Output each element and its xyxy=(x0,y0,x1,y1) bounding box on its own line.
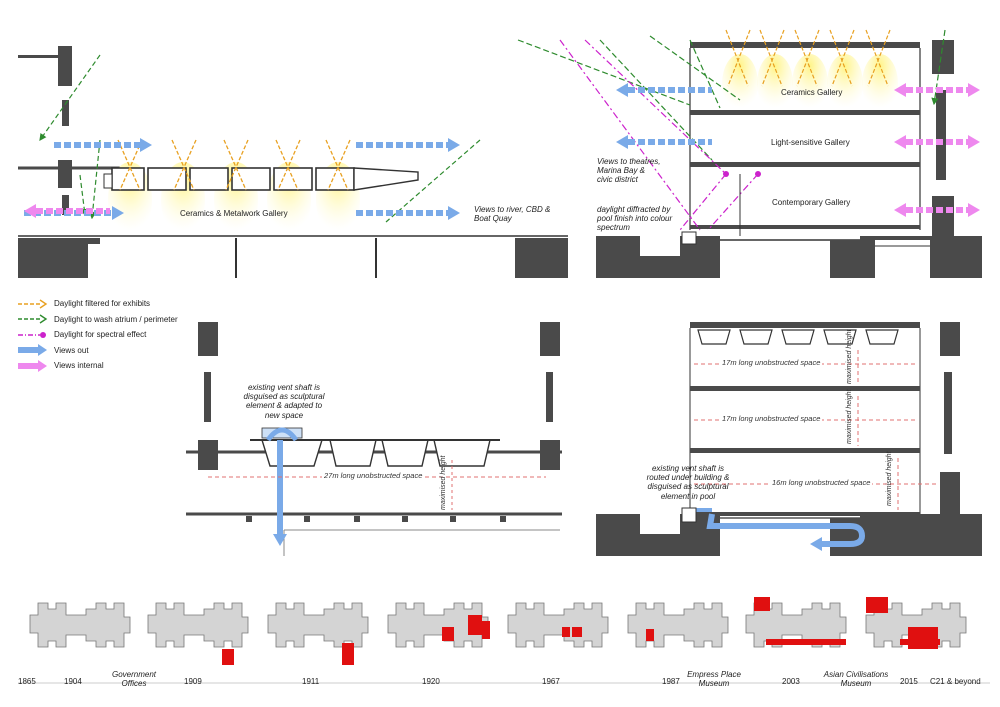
gallery-label-ceramics: Ceramics Gallery xyxy=(781,88,843,97)
height-label-middle: maximised height xyxy=(846,389,853,444)
orange-dash-arrow-icon xyxy=(18,299,48,309)
timeline-plans xyxy=(18,597,990,684)
legend-item-views-internal: Views internal xyxy=(18,358,178,374)
magenta-dot-line-icon xyxy=(18,331,46,338)
height-label-bottom-left: maximised height xyxy=(440,455,447,510)
pool-note: daylight diffracted by pool finish into … xyxy=(597,205,673,233)
vent-note-bottom-left: existing vent shaft is disguised as scul… xyxy=(243,383,325,420)
plan-addition xyxy=(442,627,454,641)
plan-addition xyxy=(766,639,846,645)
legend-item-filtered: Daylight filtered for exhibits xyxy=(18,296,178,312)
legend-item-spectral: Daylight for spectral effect xyxy=(18,327,178,343)
plan-addition xyxy=(754,597,770,611)
plan-outline xyxy=(29,602,131,648)
plan-3 xyxy=(267,602,369,665)
timeline-year-2015: 2015 xyxy=(900,677,918,686)
plan-1 xyxy=(29,602,131,648)
green-dash-arrow-icon xyxy=(18,314,48,324)
legend-item-wash: Daylight to wash atrium / perimeter xyxy=(18,312,178,328)
plan-outline xyxy=(865,602,967,648)
plan-addition xyxy=(908,627,938,649)
timeline-year-1920: 1920 xyxy=(422,677,440,686)
legend-label-filtered: Daylight filtered for exhibits xyxy=(54,299,151,309)
views-note-theatres: Views to theatres, Marina Bay & civic di… xyxy=(597,157,661,185)
plan-addition xyxy=(482,621,490,639)
blue-arrow-icon xyxy=(18,344,47,357)
plan-8 xyxy=(865,597,967,649)
plan-outline xyxy=(147,602,249,648)
space-label-lower: 16m long unobstructed space xyxy=(770,478,873,487)
legend-item-views-out: Views out xyxy=(18,343,178,359)
plan-addition xyxy=(342,643,354,665)
space-label-27m: 27m long unobstructed space xyxy=(322,471,425,480)
legend-label-spectral: Daylight for spectral effect xyxy=(54,330,147,340)
timeline-year-1909: 1909 xyxy=(184,677,202,686)
timeline-era-asian: Asian Civilisations Museum xyxy=(823,670,889,688)
timeline-era-government: Government Offices xyxy=(111,670,157,688)
timeline-year-1865: 1865 xyxy=(18,677,36,686)
space-label-middle: 17m long unobstructed space xyxy=(720,414,823,423)
timeline-year-2003: 2003 xyxy=(782,677,800,686)
plan-7 xyxy=(745,597,847,648)
plan-4 xyxy=(387,602,490,648)
views-note-river: Views to river, CBD & Boat Quay xyxy=(474,205,551,224)
plan-6 xyxy=(627,602,729,648)
gallery-label-light-sensitive: Light-sensitive Gallery xyxy=(771,138,850,147)
gallery-label-contemporary: Contemporary Gallery xyxy=(772,198,851,207)
section-bottom-left xyxy=(186,322,562,556)
plan-outline xyxy=(627,602,729,648)
height-label-lower: maximised height xyxy=(886,451,893,506)
legend-label-wash: Daylight to wash atrium / perimeter xyxy=(54,314,178,324)
plan-addition xyxy=(572,627,582,637)
gallery-label-ceramics-metalwork: Ceramics & Metalwork Gallery xyxy=(180,209,288,218)
legend-label-views-out: Views out xyxy=(54,345,89,355)
section-top-right xyxy=(517,29,982,278)
plan-2 xyxy=(147,602,249,665)
vent-note-bottom-right: existing vent shaft is routed under buil… xyxy=(646,464,730,501)
timeline-year-c21: C21 & beyond xyxy=(930,677,981,686)
section-bottom-right xyxy=(596,322,982,556)
plan-5 xyxy=(507,602,609,648)
plan-addition xyxy=(646,629,654,641)
timeline-year-1911: 1911 xyxy=(302,677,320,686)
section-top-left xyxy=(18,46,568,278)
legend-label-views-internal: Views internal xyxy=(54,361,104,371)
pink-arrow-icon xyxy=(18,359,47,372)
timeline-era-empress: Empress Place Museum xyxy=(687,670,741,688)
plan-outline xyxy=(267,602,369,648)
plan-outline xyxy=(507,602,609,648)
height-label-upper: maximised height xyxy=(846,329,853,384)
plan-addition xyxy=(866,597,888,613)
timeline-year-1967: 1967 xyxy=(542,677,560,686)
legend: Daylight filtered for exhibits Daylight … xyxy=(18,296,178,374)
space-label-upper: 17m long unobstructed space xyxy=(720,358,823,367)
plan-addition xyxy=(900,639,940,645)
plan-addition xyxy=(222,649,234,665)
timeline-year-1987: 1987 xyxy=(662,677,680,686)
plan-addition xyxy=(468,615,482,635)
plan-addition xyxy=(562,627,570,637)
timeline-year-1904: 1904 xyxy=(64,677,82,686)
